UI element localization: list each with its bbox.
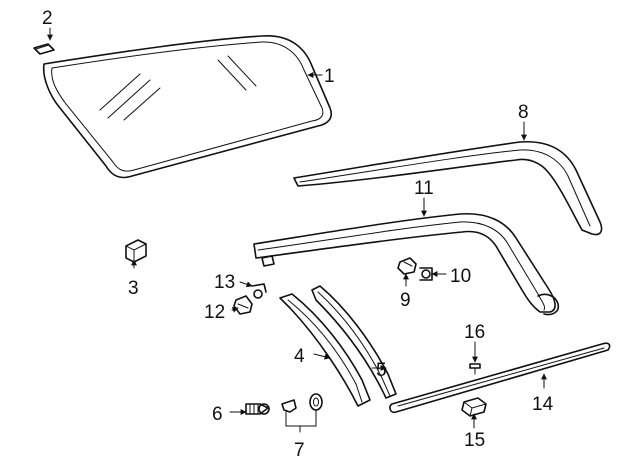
- callout-10: 10: [450, 266, 471, 287]
- callout-13: 13: [214, 272, 235, 293]
- part-molding-5: [311, 285, 397, 399]
- callout-2: 2: [42, 8, 53, 29]
- part-clip-9: [397, 257, 417, 275]
- callout-1: 1: [324, 66, 335, 87]
- callout-3: 3: [128, 278, 139, 299]
- callout-16: 16: [464, 322, 485, 343]
- part-garnish-4: [279, 293, 371, 407]
- leader-4: [313, 353, 331, 360]
- leader-lines: [47, 27, 547, 433]
- callout-7: 7: [294, 440, 305, 461]
- callout-11: 11: [414, 178, 434, 199]
- part-rivet-10: [419, 267, 433, 281]
- callout-14: 14: [532, 394, 554, 415]
- part-block-3: [125, 239, 147, 263]
- part-molding-8: [293, 140, 603, 236]
- callout-9: 9: [400, 290, 411, 311]
- part-molding-14: [389, 342, 611, 414]
- part-clip-7: [281, 393, 323, 413]
- part-molding-11: [253, 212, 560, 316]
- part-screw-16: [469, 363, 481, 375]
- callout-15: 15: [464, 430, 485, 451]
- callout-12: 12: [204, 302, 225, 323]
- part-clip-2: [33, 43, 55, 55]
- part-back-glass: [42, 35, 333, 179]
- callout-5: 5: [376, 360, 387, 381]
- leader-12: [231, 306, 239, 313]
- leader-7: [285, 409, 317, 433]
- part-clip-12: [233, 295, 253, 315]
- callout-6: 6: [212, 404, 223, 425]
- part-rivet-13: [251, 283, 267, 299]
- callout-8: 8: [518, 102, 529, 123]
- callout-4: 4: [294, 346, 305, 367]
- callout-labels: 2 1 3 8 11 9 10 13 12 4 5 6 7 16 14 15: [42, 8, 554, 461]
- part-screw-6: [245, 403, 270, 415]
- part-clip-15: [461, 397, 487, 417]
- leader-13: [239, 281, 253, 288]
